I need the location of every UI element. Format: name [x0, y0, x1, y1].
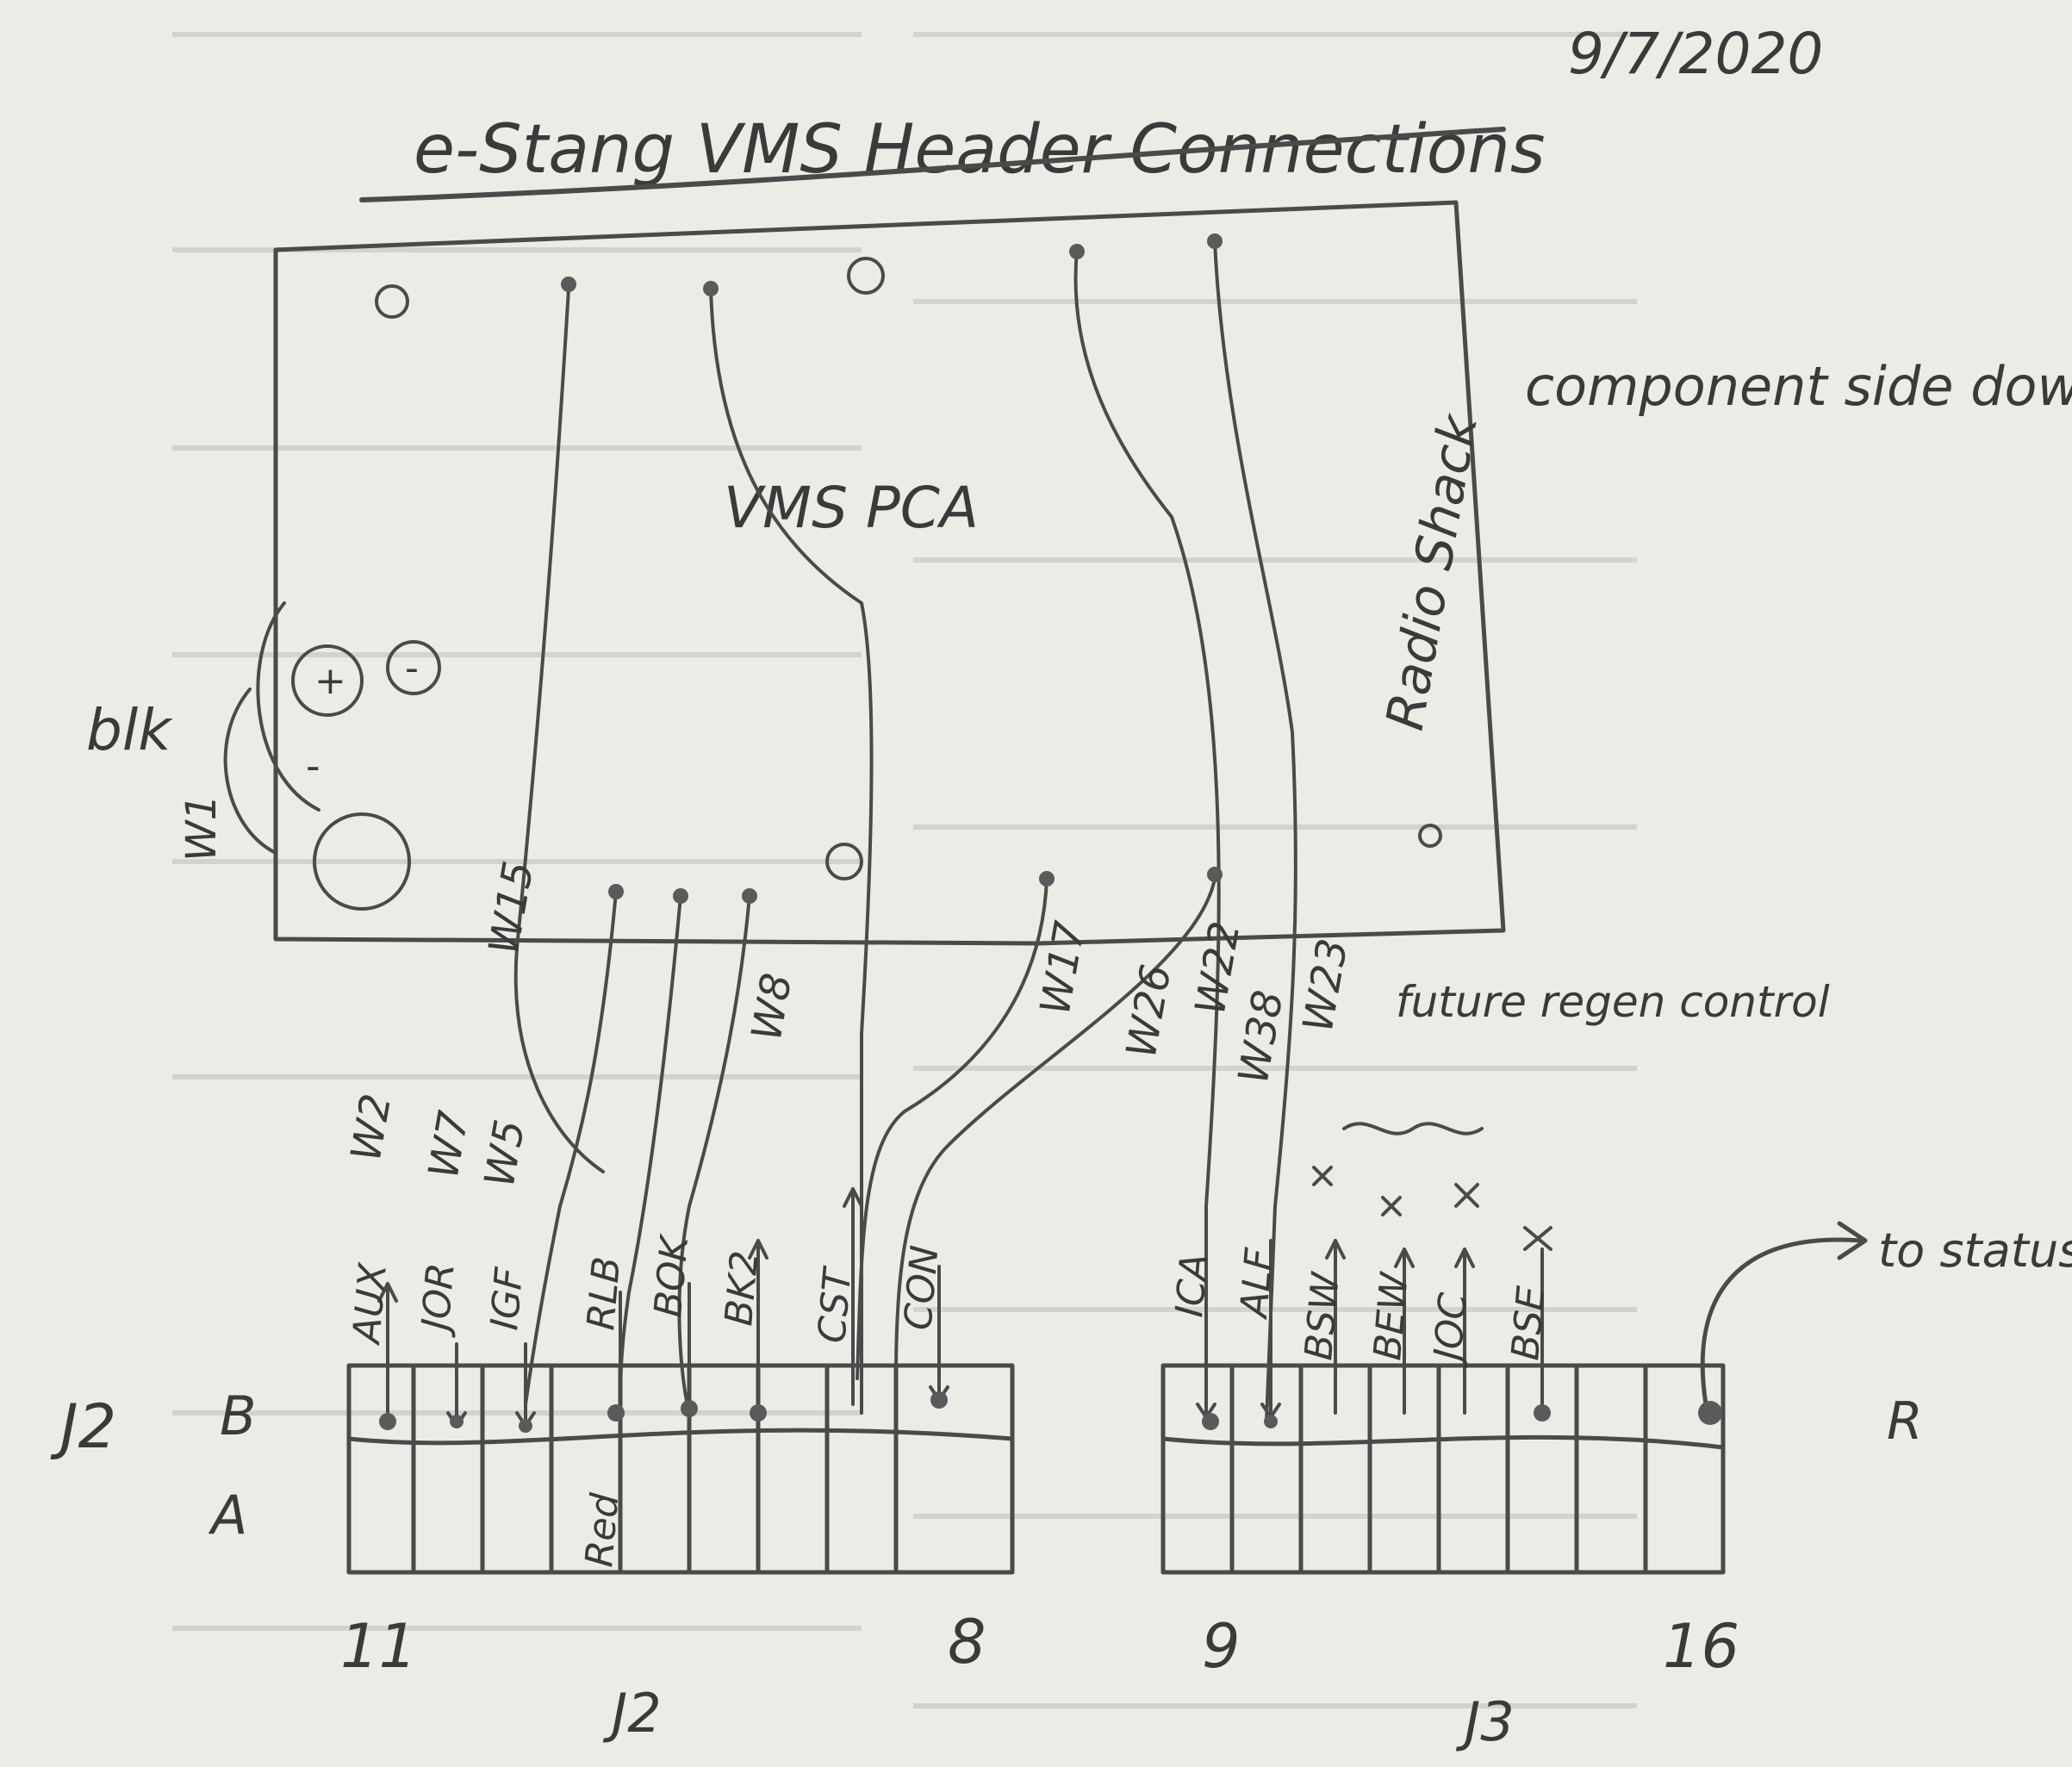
diagram-date: 9/7/2020 [1568, 21, 1823, 87]
led-side-minus: - [306, 743, 320, 789]
red-marker: Red [577, 1490, 627, 1569]
j3-signal-labels: ICA ALF BSW BEW JOC BSE [1167, 1246, 1553, 1369]
signal-con: CON [896, 1244, 947, 1332]
led-plus: + [314, 659, 346, 703]
wire-label-w15: W15 [480, 857, 544, 958]
connector-pads [379, 1391, 1722, 1433]
signal-bse: BSE [1503, 1285, 1553, 1362]
wire-label-w5: W5 [476, 1117, 535, 1191]
signal-alf: ALF [1232, 1246, 1282, 1322]
wire-label-w8: W8 [743, 970, 802, 1045]
row-b-label: B [220, 1384, 257, 1447]
wire-labels: W1 W15 W2 W7 W5 W8 W17 W26 W22 W38 W23 [177, 794, 1358, 1191]
wire-label-w38: W38 [1229, 986, 1293, 1087]
wire-label-w22: W22 [1186, 918, 1250, 1018]
signal-aux: AUX [345, 1261, 395, 1347]
led-minus: - [405, 646, 419, 690]
mounting-holes [375, 257, 1442, 880]
vms-board-outline [273, 200, 1506, 946]
signal-rlb: RLB [579, 1255, 629, 1332]
j2-pin-right: 8 [948, 1607, 986, 1677]
signal-ica: ICA [1167, 1252, 1216, 1319]
future-regen-note: future regen control [1396, 977, 1830, 1027]
signal-jor: JOR [413, 1261, 463, 1339]
wire-label-w26: W26 [1117, 961, 1181, 1061]
signal-cst: CST [810, 1264, 861, 1345]
status-note: to status PCA [1878, 1223, 2072, 1278]
title-underline [359, 127, 1506, 202]
signal-bew: BEW [1366, 1270, 1417, 1362]
component-side-note: component side down [1525, 355, 2072, 418]
j2-connector [346, 1363, 1015, 1575]
j2-pin-left: 11 [340, 1611, 417, 1682]
regen-squiggle [1342, 1122, 1484, 1135]
j2-name: J2 [50, 1391, 116, 1462]
j3-pin-left: 9 [1202, 1611, 1241, 1682]
signal-bsw: BSW [1297, 1270, 1348, 1362]
signal-joc: JOC [1425, 1291, 1475, 1369]
row-a-label: A [208, 1484, 247, 1546]
wire-label-w7: W7 [420, 1107, 479, 1182]
signal-bok: BOK [646, 1232, 697, 1319]
diagram-title: e-Stang VMS Header Connections [414, 111, 1546, 189]
right-edge-mark: R [1887, 1391, 1923, 1452]
radio-shack-label: Radio Shack [1375, 408, 1490, 734]
board-label: VMS PCA [724, 475, 979, 541]
wire-label-w23: W23 [1294, 935, 1358, 1036]
board-pads [561, 233, 1223, 904]
led-indicator [223, 601, 441, 911]
j3-name: J3 [1455, 1690, 1515, 1753]
wire-label-w1: W1 [177, 794, 226, 862]
j2-signal-labels: AUX JOR IGF RLB BOK BK2 CST CON [345, 1232, 948, 1347]
board-traces [513, 240, 1297, 1423]
to-status-arrow [1700, 1221, 1868, 1407]
j3-connector [1160, 1363, 1726, 1575]
j2-underline-label: J2 [602, 1682, 662, 1745]
j3-pin-right: 16 [1663, 1611, 1739, 1682]
wire-label-w2: W2 [342, 1091, 401, 1166]
blk-label: blk [86, 697, 173, 763]
unused-x-marks [1312, 1166, 1552, 1251]
signal-igf: IGF [482, 1266, 532, 1332]
signal-bk2: BK2 [717, 1249, 767, 1328]
